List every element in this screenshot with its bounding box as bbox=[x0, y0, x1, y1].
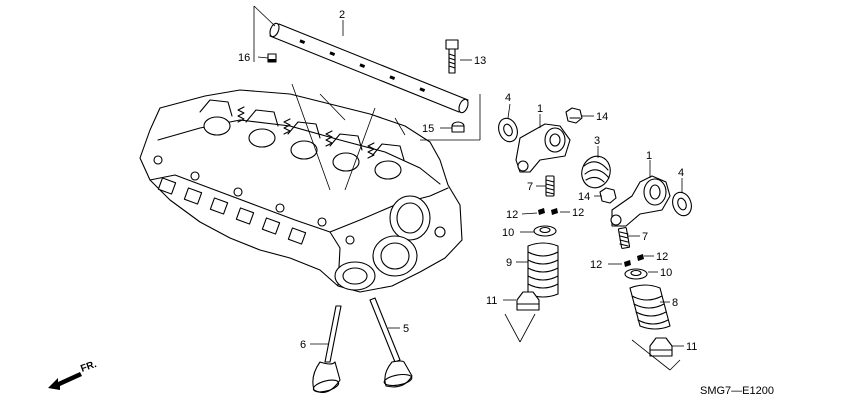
valve-stem-seal bbox=[516, 291, 540, 311]
rocker-shaft bbox=[269, 22, 469, 114]
diagram-code: SMG7—E1200 bbox=[700, 385, 774, 397]
valve-spring bbox=[527, 242, 559, 298]
callout-labels: 2 16 13 15 4 1 14 3 1 4 7 14 12 12 10 9 … bbox=[238, 9, 697, 353]
callout-1-top: 1 bbox=[537, 103, 543, 115]
rocker-arm bbox=[610, 175, 671, 227]
callout-10-right: 10 bbox=[660, 267, 672, 279]
callout-10-top: 10 bbox=[502, 227, 514, 239]
callout-12-d: 12 bbox=[590, 259, 602, 271]
adjusting-screw bbox=[545, 175, 555, 197]
front-direction-arrow: FR. bbox=[48, 359, 98, 390]
callout-14-top: 14 bbox=[596, 111, 608, 123]
callout-4-right: 4 bbox=[678, 167, 684, 179]
callout-7-top: 7 bbox=[527, 181, 533, 193]
callout-4-left: 4 bbox=[505, 92, 511, 104]
valve bbox=[312, 305, 342, 393]
valve-cotter bbox=[624, 254, 644, 267]
callout-16: 16 bbox=[238, 52, 250, 64]
callout-15: 15 bbox=[422, 123, 434, 135]
valve-spring bbox=[629, 284, 671, 330]
callout-leaders bbox=[257, 20, 684, 347]
lock-nut bbox=[565, 107, 583, 124]
alignment-lines bbox=[253, 5, 481, 191]
thrust-washer bbox=[672, 191, 692, 217]
callout-12-c: 12 bbox=[656, 251, 668, 263]
spring-retainer bbox=[533, 225, 557, 237]
callout-11-right: 11 bbox=[686, 341, 697, 353]
callout-14-right: 14 bbox=[578, 191, 590, 203]
callout-9: 9 bbox=[506, 257, 512, 269]
callout-1-right: 1 bbox=[646, 150, 652, 162]
valve-stem-seal bbox=[649, 337, 673, 357]
callout-11-top: 11 bbox=[486, 295, 497, 307]
callout-12-a: 12 bbox=[506, 209, 518, 221]
callout-13: 13 bbox=[474, 55, 486, 67]
callout-3: 3 bbox=[594, 135, 600, 147]
spring-retainer bbox=[624, 268, 648, 280]
callout-12-b: 12 bbox=[572, 207, 584, 219]
bracket bbox=[504, 313, 681, 371]
callout-6: 6 bbox=[300, 339, 306, 351]
callout-8: 8 bbox=[672, 297, 678, 309]
rocker-arm bbox=[515, 123, 571, 173]
rocker-spring bbox=[581, 155, 611, 189]
sealing-bolt bbox=[267, 53, 277, 63]
lock-nut bbox=[599, 187, 617, 204]
adjusting-screw bbox=[617, 227, 631, 249]
bolt bbox=[445, 39, 459, 74]
callout-7-right: 7 bbox=[642, 231, 648, 243]
valve bbox=[369, 297, 413, 388]
valve-cotter bbox=[538, 208, 558, 215]
callout-5: 5 bbox=[403, 323, 409, 335]
cylinder-head bbox=[139, 89, 463, 293]
thrust-washer bbox=[498, 117, 518, 143]
callout-2: 2 bbox=[339, 9, 345, 21]
front-marker-label: FR. bbox=[79, 359, 98, 375]
collar bbox=[451, 121, 465, 133]
